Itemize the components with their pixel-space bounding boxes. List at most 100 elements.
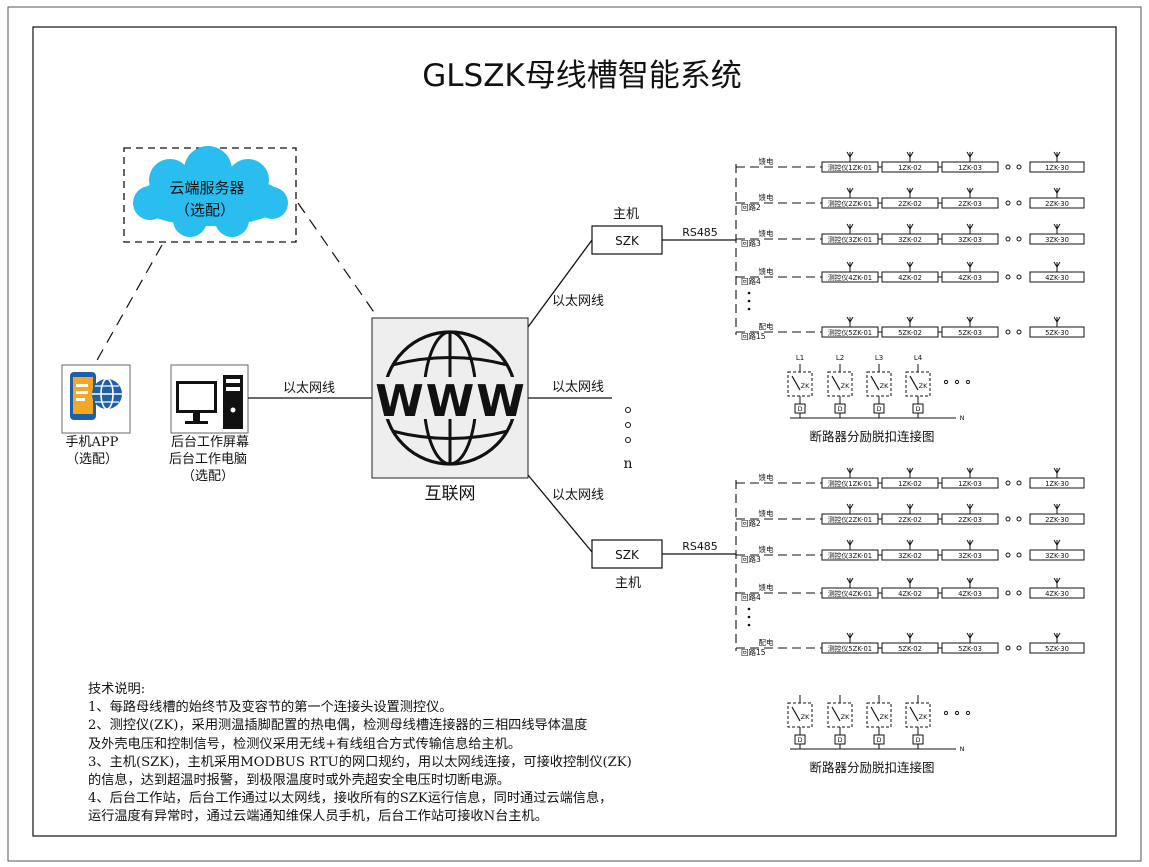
zk-unit-label: 3ZK-02 [898, 236, 922, 244]
zk-antenna-icon [1053, 261, 1061, 272]
zk-antenna-icon-head [1053, 577, 1061, 584]
zk-antenna-icon [1053, 187, 1061, 198]
zk-antenna-icon [966, 151, 974, 162]
zk-antenna-icon [966, 187, 974, 198]
breaker-circuit: ZKD [905, 695, 931, 749]
branch-side-label: 馈电 [759, 192, 774, 202]
zk-unit-label: 1ZK-30 [1045, 480, 1069, 488]
notes-line-2: 2、测控仪(ZK)，采用测温插脚配置的热电偶，检测母线槽连接器的三相四线导体温度 [88, 718, 588, 734]
breaker-switch-icon [909, 375, 919, 391]
zk-unit-label: 2ZK-02 [898, 516, 922, 524]
branch-loop-label: 回路4 [741, 592, 761, 602]
technical-notes: 技术说明: 1、每路母线槽的始终节及变容节的第一个连接头设置测控仪。 2、测控仪… [88, 681, 708, 827]
zk-unit-label: 测控仪5ZK-01 [828, 644, 872, 653]
more-breakers-dot [954, 710, 960, 716]
zk-antenna-icon-head [906, 187, 914, 194]
internet-label: 互联网 [425, 484, 476, 504]
more-units-dot [1005, 590, 1011, 596]
zk-unit-label: 4ZK-30 [1045, 274, 1069, 282]
branch-loop-label: 回路3 [741, 554, 761, 564]
n-hosts-label: n [623, 456, 632, 472]
zk-antenna-icon-head [906, 577, 914, 584]
more-units-dot [1016, 329, 1022, 335]
rs485-label-2: RS485 [682, 540, 718, 553]
more-units-dot [1016, 274, 1022, 280]
inner-border [32, 26, 1117, 837]
zk-unit-label: 测控仪2ZK-01 [828, 199, 872, 208]
rs485-label-1: RS485 [682, 226, 718, 239]
more-units-dot [1016, 236, 1022, 242]
zk-antenna-icon [906, 577, 914, 588]
host1-label: 主机 [613, 207, 639, 222]
zk-antenna-icon [1053, 223, 1061, 234]
zk-antenna-icon-head [1053, 632, 1061, 639]
more-units-dot [1005, 274, 1011, 280]
zk-unit-label: 1ZK-03 [958, 164, 982, 172]
breaker-switch-icon [870, 375, 880, 391]
internet-host1-link [527, 239, 593, 328]
zk-antenna-icon [906, 316, 914, 327]
zk-antenna-icon-head [1053, 316, 1061, 323]
zk-antenna-icon [846, 467, 854, 478]
branch-loop-label: 回路3 [741, 238, 761, 248]
zk-antenna-icon [1053, 316, 1061, 327]
neutral-label: N [960, 414, 965, 422]
zk-antenna-icon-head [1053, 261, 1061, 268]
cloud-internet-link [297, 202, 379, 319]
breaker-module-label: ZK [801, 382, 810, 390]
zk-antenna-icon-head [846, 577, 854, 584]
zk-unit-label: 5ZK-03 [958, 645, 982, 653]
breaker-module-label: ZK [880, 713, 889, 721]
zk-antenna-icon-head [846, 539, 854, 546]
ethernet-label-top: 以太网线 [552, 294, 604, 309]
cloud-label-2: （选配） [175, 201, 235, 219]
loop-gap-dot [747, 307, 751, 311]
zk-antenna-icon [966, 503, 974, 514]
zk-unit-label: 3ZK-03 [958, 236, 982, 244]
ethernet-label-bottom: 以太网线 [552, 488, 604, 503]
more-breakers-dot [943, 379, 949, 385]
branch-loop-label: 回路2 [741, 518, 761, 528]
breaker-module-label: ZK [919, 713, 928, 721]
more-breakers-dot [965, 379, 971, 385]
zk-antenna-icon-head [846, 467, 854, 474]
zk-antenna-icon-head [846, 503, 854, 510]
zk-antenna-icon-head [966, 577, 974, 584]
branch-side-label: 馈电 [759, 472, 774, 482]
zk-unit-label: 4ZK-02 [898, 274, 922, 282]
zk-antenna-icon-head [906, 632, 914, 639]
phone-app-icon [61, 364, 131, 434]
more-units-dot [1005, 200, 1011, 206]
zk-unit-label: 5ZK-02 [898, 645, 922, 653]
cloud-label-1: 云端服务器 [169, 179, 244, 197]
more-units-dot [1016, 200, 1022, 206]
zk-antenna-icon [966, 467, 974, 478]
trip-coil-label: D [797, 736, 802, 744]
breaker-line-label: L1 [796, 354, 804, 362]
loop-gap-dot [747, 615, 751, 619]
zk-antenna-icon-head [1053, 151, 1061, 158]
zk-antenna-icon [906, 151, 914, 162]
workstation-label-3: （选配） [182, 469, 234, 484]
internet-globe-icon [371, 317, 529, 479]
zk-antenna-icon [966, 261, 974, 272]
zk-unit-label: 测控仪3ZK-01 [828, 551, 872, 560]
neutral-label: N [960, 745, 965, 753]
workstation-icon [170, 364, 249, 434]
zk-antenna-icon [906, 503, 914, 514]
breaker-circuit: ZKD [827, 695, 853, 749]
host2-label: 主机 [615, 576, 641, 591]
more-units-dot [1016, 590, 1022, 596]
zk-antenna-icon [846, 151, 854, 162]
zk-antenna-icon-head [906, 539, 914, 546]
zk-antenna-icon-head [906, 316, 914, 323]
zk-antenna-icon [906, 261, 914, 272]
zk-antenna-icon-head [966, 467, 974, 474]
zk-antenna-icon-head [846, 223, 854, 230]
zk-antenna-icon [846, 539, 854, 550]
